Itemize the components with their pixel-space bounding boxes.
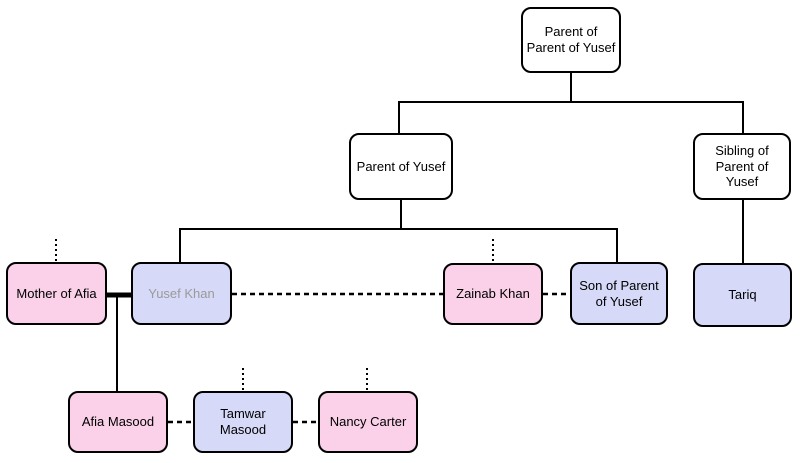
node-yusef-khan[interactable]: Yusef Khan <box>131 262 232 325</box>
node-label: Afia Masood <box>81 414 155 430</box>
node-sibling-of-parent-of-yusef[interactable]: Sibling of Parent of Yusef <box>693 133 791 200</box>
node-label: Parent of Yusef <box>356 158 446 174</box>
node-zainab-khan[interactable]: Zainab Khan <box>443 263 543 325</box>
node-afia-masood[interactable]: Afia Masood <box>68 391 168 453</box>
node-son-of-parent-of-yusef[interactable]: Son of Parent of Yusef <box>570 262 668 325</box>
node-mother-of-afia[interactable]: Mother of Afia <box>6 262 107 325</box>
node-parent-of-yusef[interactable]: Parent of Yusef <box>349 133 453 200</box>
node-label: Parent of Parent of Yusef <box>526 24 616 55</box>
node-label: Son of Parent of Yusef <box>579 277 659 309</box>
node-label: Tariq <box>728 287 757 303</box>
node-label: Mother of Afia <box>16 285 97 301</box>
node-tamwar-masood[interactable]: Tamwar Masood <box>193 391 293 453</box>
node-label: Nancy Carter <box>329 414 407 430</box>
node-nancy-carter[interactable]: Nancy Carter <box>318 391 418 453</box>
node-parent-of-parent-of-yusef[interactable]: Parent of Parent of Yusef <box>521 7 621 73</box>
node-label: Tamwar Masood <box>219 406 267 437</box>
node-label: Sibling of Parent of Yusef <box>715 143 769 190</box>
node-label: Yusef Khan <box>148 285 215 301</box>
node-label: Zainab Khan <box>456 286 530 302</box>
node-tariq[interactable]: Tariq <box>693 263 792 327</box>
